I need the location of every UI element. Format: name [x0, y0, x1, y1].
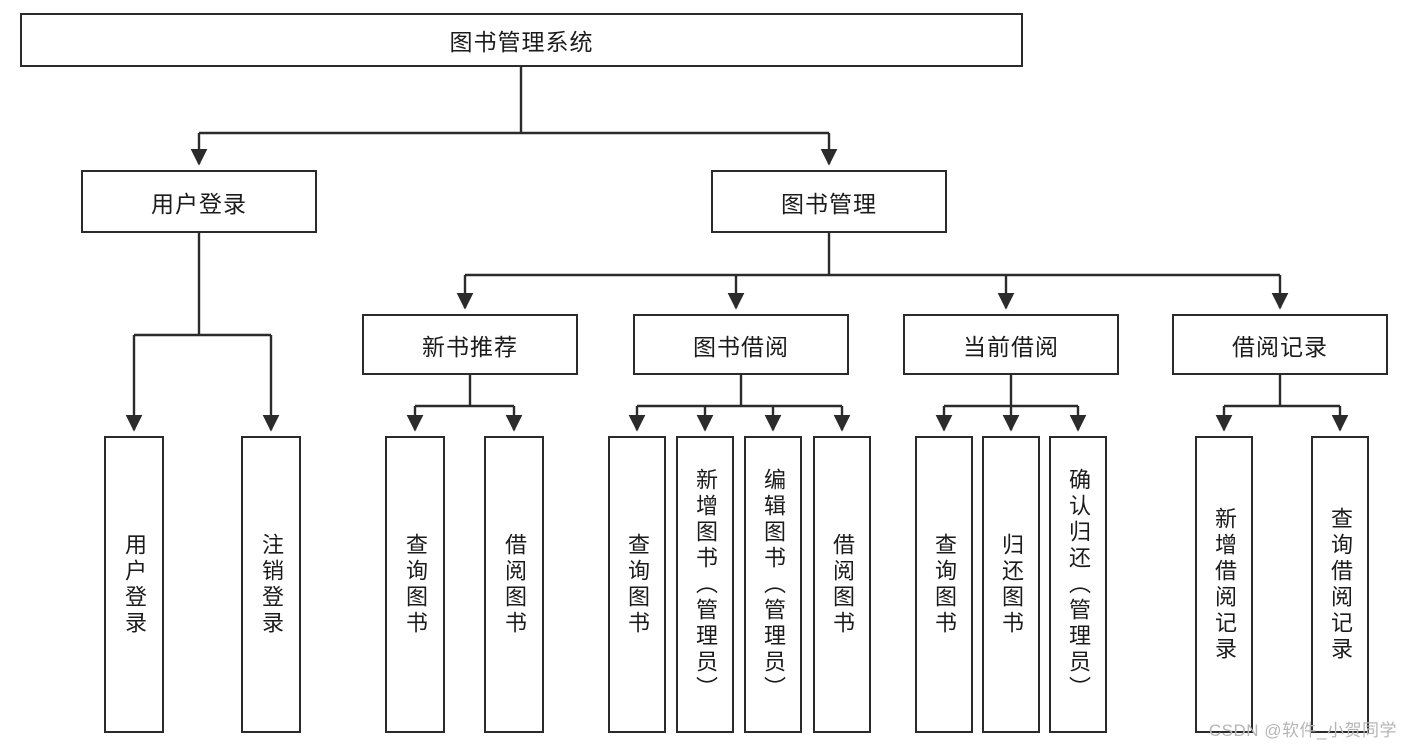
leaf-records-query-label: 查询借阅记录 [1328, 506, 1353, 663]
node-book-borrow-label: 图书借阅 [693, 333, 789, 360]
leaf-records-add[interactable]: 新增借阅记录 [1195, 436, 1253, 733]
csdn-watermark: CSDN @软件_小贺同学 [1208, 721, 1397, 740]
leaf-current-return-book-label: 归还图书 [999, 532, 1024, 637]
node-book-management[interactable]: 图书管理 [711, 170, 947, 233]
leaf-user-login[interactable]: 用户登录 [104, 436, 164, 733]
node-new-book-recommend[interactable]: 新书推荐 [362, 314, 578, 375]
node-user-login[interactable]: 用户登录 [81, 170, 317, 233]
leaf-borrow-lend-book[interactable]: 借阅图书 [813, 436, 871, 733]
leaf-borrow-lend-book-label: 借阅图书 [830, 532, 855, 637]
leaf-recommend-borrow-book[interactable]: 借阅图书 [484, 436, 544, 733]
leaf-records-query[interactable]: 查询借阅记录 [1311, 436, 1369, 733]
leaf-logout[interactable]: 注销登录 [241, 436, 301, 733]
leaf-borrow-add-book-label: 新增图书（管理员） [693, 467, 718, 702]
leaf-current-confirm-return[interactable]: 确认归还（管理员） [1049, 436, 1107, 733]
node-borrow-records-label: 借阅记录 [1232, 333, 1328, 360]
leaf-logout-label: 注销登录 [259, 532, 284, 637]
leaf-borrow-edit-book-label: 编辑图书（管理员） [761, 467, 786, 702]
leaf-user-login-label: 用户登录 [122, 532, 147, 637]
node-current-borrow-label: 当前借阅 [963, 333, 1059, 360]
leaf-borrow-add-book[interactable]: 新增图书（管理员） [676, 436, 734, 733]
node-book-management-label: 图书管理 [781, 190, 877, 217]
node-user-login-label: 用户登录 [151, 190, 247, 217]
leaf-current-confirm-return-label: 确认归还（管理员） [1066, 467, 1091, 702]
leaf-borrow-query-book-label: 查询图书 [625, 532, 650, 637]
leaf-recommend-query-book[interactable]: 查询图书 [385, 436, 445, 733]
node-new-book-recommend-label: 新书推荐 [422, 333, 518, 360]
leaf-borrow-query-book[interactable]: 查询图书 [608, 436, 666, 733]
node-root-label: 图书管理系统 [449, 29, 594, 55]
leaf-recommend-query-book-label: 查询图书 [403, 532, 428, 637]
leaf-records-add-label: 新增借阅记录 [1212, 506, 1237, 663]
leaf-borrow-edit-book[interactable]: 编辑图书（管理员） [744, 436, 802, 733]
leaf-current-query-book-label: 查询图书 [932, 532, 957, 637]
node-borrow-records[interactable]: 借阅记录 [1172, 314, 1388, 375]
node-root[interactable]: 图书管理系统 [20, 13, 1023, 67]
leaf-current-query-book[interactable]: 查询图书 [915, 436, 973, 733]
leaf-current-return-book[interactable]: 归还图书 [982, 436, 1040, 733]
node-book-borrow[interactable]: 图书借阅 [633, 314, 849, 375]
node-current-borrow[interactable]: 当前借阅 [903, 314, 1119, 375]
leaf-recommend-borrow-book-label: 借阅图书 [502, 532, 527, 637]
